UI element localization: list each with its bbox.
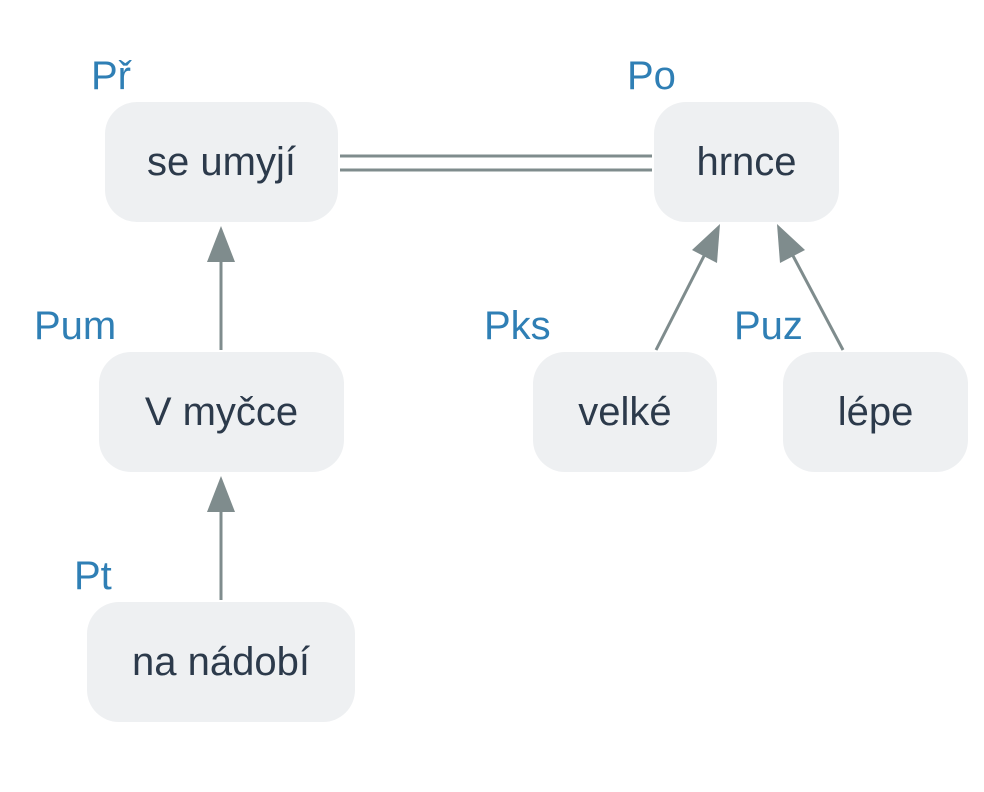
node-hrnce: hrnce [654,102,839,222]
edge-na-nadobi-to-v-mycce [207,476,235,600]
node-velke: velké [533,352,717,472]
tag-label-pks: Pks [484,304,551,348]
tag-label-pt: Pt [74,554,112,598]
node-se-umyji: se umyjí [105,102,338,222]
tag-label-pum: Pum [34,304,117,348]
edge-velke-to-hrnce [654,224,720,351]
tag-label-puz: Puz [734,304,803,348]
tag-label-pr: Př [91,54,131,98]
edge-v-mycce-to-se-umyji [207,226,235,350]
node-v-mycce: V myčce [99,352,344,472]
tag-label-po: Po [627,54,676,98]
edge-lepe-to-hrnce [777,224,845,351]
node-na-nadobi: na nádobí [87,602,355,722]
edge-se-umyji-hrnce [340,154,652,172]
node-lepe: lépe [783,352,968,472]
